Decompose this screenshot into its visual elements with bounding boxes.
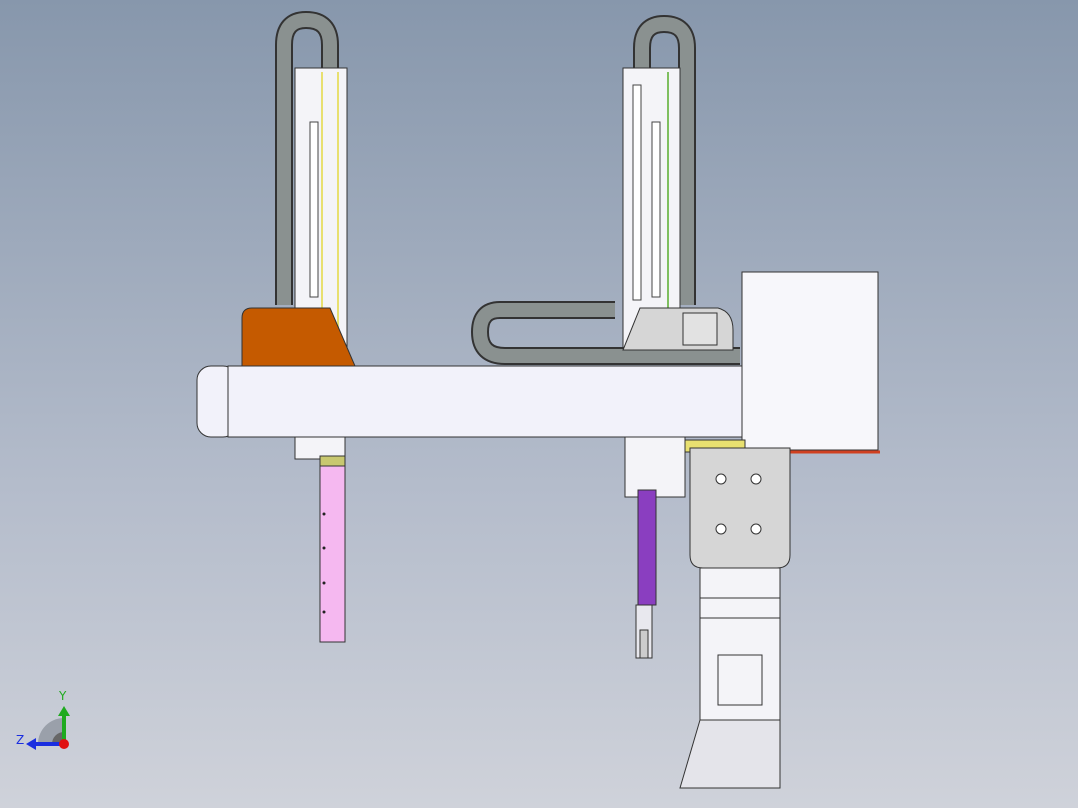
right-vertical-axis <box>622 67 681 354</box>
y-axis-label: Y <box>58 689 67 703</box>
right-cable-carrier <box>633 14 696 305</box>
left-z-arm <box>294 436 346 643</box>
motor-housing <box>741 271 880 454</box>
horizontal-cable-carrier <box>470 301 740 365</box>
orientation-triad[interactable]: Y Z <box>16 689 70 750</box>
mounting-plate <box>689 447 791 569</box>
z-axis-label: Z <box>16 733 24 747</box>
horizontal-beam <box>196 365 743 438</box>
right-carriage-block <box>622 307 734 351</box>
x-axis-icon <box>59 739 69 749</box>
left-cable-carrier <box>275 10 339 305</box>
support-stand <box>679 567 781 789</box>
